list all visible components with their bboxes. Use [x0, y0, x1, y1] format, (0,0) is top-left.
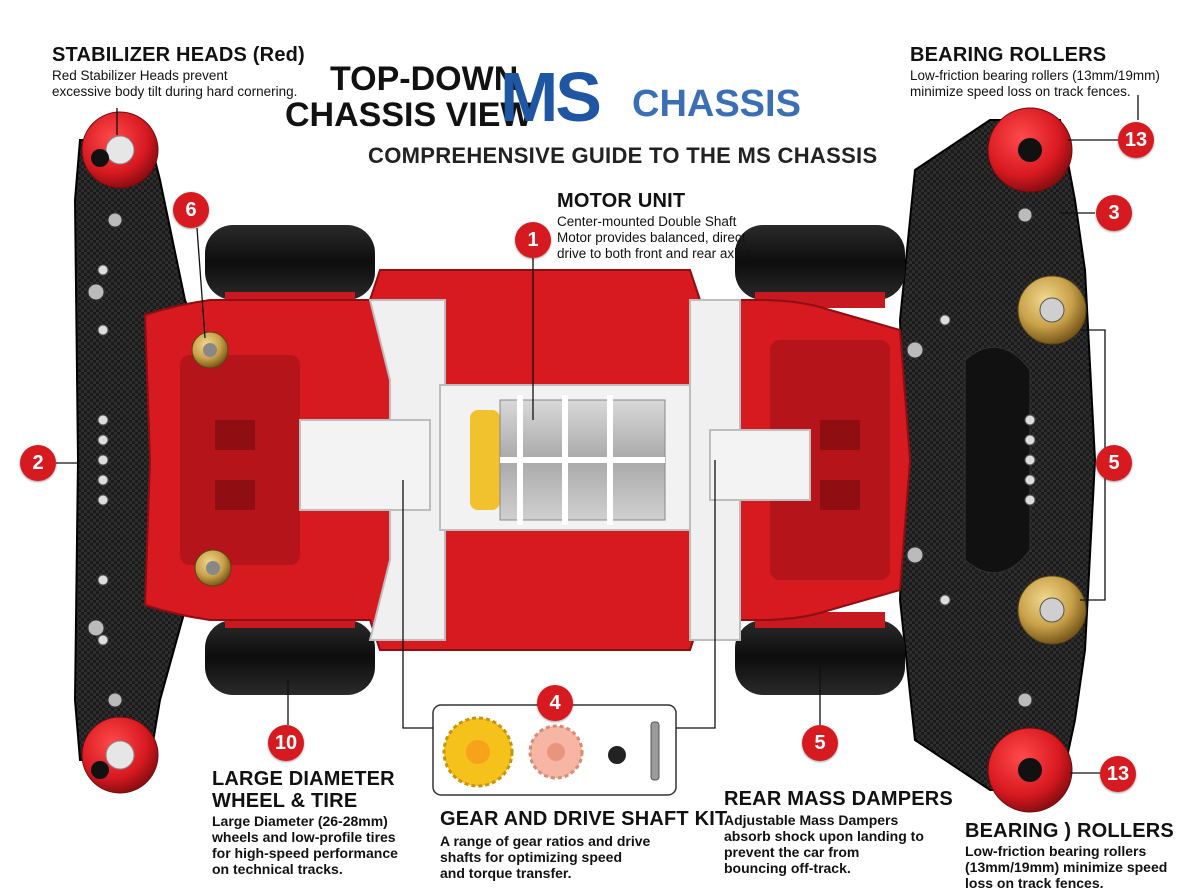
bearing-bottom-heading: BEARING ) ROLLERS: [965, 820, 1174, 842]
bearing-bottom-desc-1: Low-friction bearing rollers: [965, 843, 1147, 859]
dampers-desc-2: absorb shock upon landing to: [724, 828, 924, 844]
dampers-heading: REAR MASS DAMPERS: [724, 788, 953, 810]
callout-13-bottom: 13: [1100, 756, 1136, 792]
gear-desc-1: A range of gear ratios and drive: [440, 833, 651, 849]
bearing-top-desc-1: Low-friction bearing rollers (13mm/19mm): [910, 68, 1160, 83]
gear-kit-box: [432, 704, 677, 796]
stabilizer-heading: STABILIZER HEADS (Red): [52, 44, 305, 66]
gear-desc-3: and torque transfer.: [440, 865, 572, 881]
page-subtitle: COMPREHENSIVE GUIDE TO THE MS CHASSIS: [368, 143, 878, 168]
bearing-top-heading: BEARING ROLLERS: [910, 44, 1107, 66]
title-line-2: CHASSIS VIEW: [285, 96, 533, 134]
motor-heading: MOTOR UNIT: [557, 190, 686, 212]
callout-13-top: 13: [1118, 122, 1154, 158]
rear-bearing-rollers: [987, 107, 1073, 813]
gear-desc-2: shafts for optimizing speed: [440, 849, 623, 865]
motor-desc-3: drive to both front and rear axles.: [557, 246, 756, 261]
title-line-1: TOP-DOWN: [330, 60, 519, 98]
rear-carbon-plate: [898, 119, 1097, 791]
stabilizer-desc-1: Red Stabilizer Heads prevent: [52, 68, 228, 83]
wheel-desc-4: on technical tracks.: [212, 861, 343, 877]
bearing-bottom-desc-3: loss on track fences.: [965, 875, 1104, 891]
wheel-desc-3: for high-speed performance: [212, 845, 398, 861]
brass-mass-dampers: [1017, 275, 1087, 645]
dampers-desc-4: bouncing off-track.: [724, 860, 851, 876]
callout-5-right: 5: [1096, 445, 1132, 481]
gear-heading: GEAR AND DRIVE SHAFT KIT: [440, 808, 728, 830]
callout-10: 10: [268, 725, 304, 761]
motor-desc-2: Motor provides balanced, direct: [557, 230, 746, 245]
callout-2: 2: [20, 445, 56, 481]
callout-5-bottom: 5: [802, 725, 838, 761]
dampers-desc-1: Adjustable Mass Dampers: [724, 812, 899, 828]
bearing-bottom-desc-2: (13mm/19mm) minimize speed: [965, 859, 1168, 875]
motor-unit-graphic: [439, 384, 691, 531]
wheel-heading-2: WHEEL & TIRE: [212, 790, 358, 812]
brass-spacers: [191, 331, 232, 587]
callout-3: 3: [1096, 195, 1132, 231]
brand-chassis: CHASSIS: [632, 83, 801, 125]
callout-1: 1: [515, 222, 551, 258]
wheel-desc-2: wheels and low-profile tires: [212, 829, 396, 845]
stabilizer-desc-2: excessive body tilt during hard cornerin…: [52, 84, 298, 99]
bearing-top-desc-2: minimize speed loss on track fences.: [910, 84, 1131, 99]
front-stabilizer-heads: [81, 111, 159, 794]
dampers-desc-3: prevent the car from: [724, 844, 860, 860]
wheel-desc-1: Large Diameter (26-28mm): [212, 813, 388, 829]
motor-desc-1: Center-mounted Double Shaft: [557, 214, 737, 229]
callout-4: 4: [537, 685, 573, 721]
wheel-heading-1: LARGE DIAMETER: [212, 768, 395, 790]
brand-ms: MS: [500, 58, 602, 136]
callout-6: 6: [173, 192, 209, 228]
